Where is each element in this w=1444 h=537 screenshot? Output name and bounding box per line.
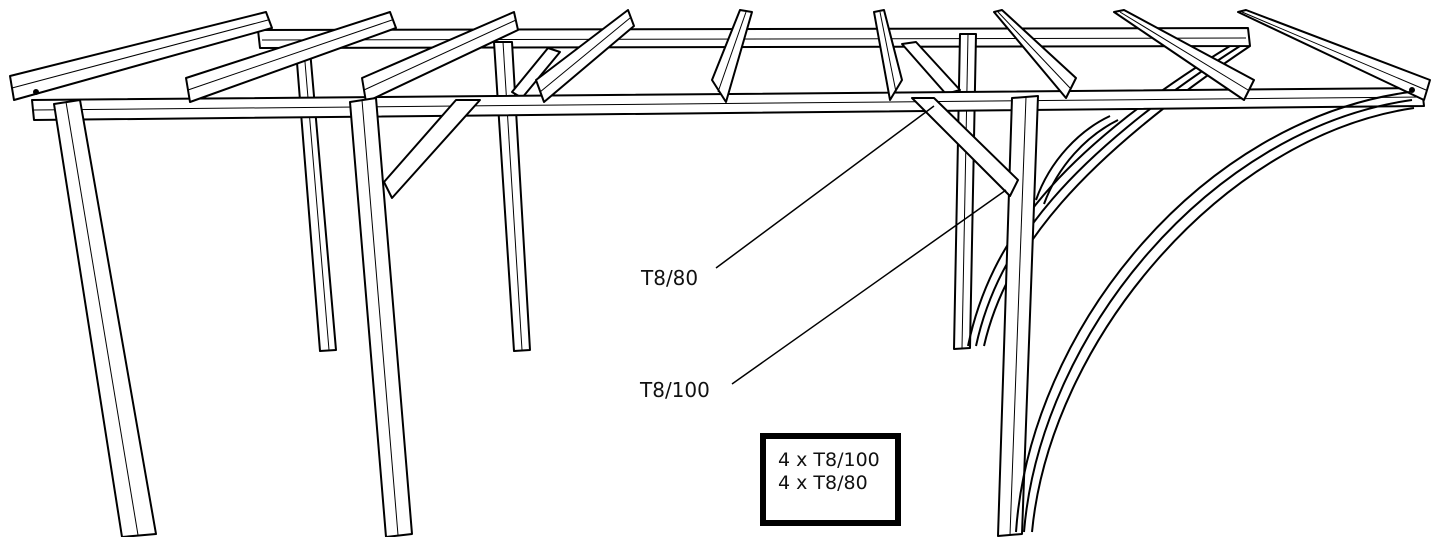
back-post-3 — [953, 33, 977, 350]
rafter-2 — [185, 11, 397, 103]
back-brace-right — [901, 41, 961, 95]
front-brace-right — [911, 97, 1019, 197]
rafter-9 — [1237, 9, 1431, 101]
back-beam — [257, 27, 1251, 49]
rafter-1 — [9, 11, 273, 101]
front-post-1 — [53, 99, 157, 537]
rafter-3 — [361, 11, 519, 103]
leader-line-t8-100 — [731, 189, 1007, 385]
back-post-1 — [295, 49, 337, 352]
quantity-line-1: 4 x T8/100 — [778, 449, 880, 471]
rafter-5 — [711, 9, 753, 103]
quantity-line-2: 4 x T8/80 — [778, 472, 868, 494]
front-post-2 — [349, 97, 413, 537]
rafter-7 — [993, 9, 1077, 99]
front-curved-bracket — [1015, 91, 1415, 533]
front-post-3 — [997, 95, 1039, 537]
front-beam — [31, 87, 1425, 121]
leader-line-t8-80 — [715, 105, 935, 269]
front-brace-left — [383, 99, 481, 199]
callout-label-t8-80: T8/80 — [640, 266, 698, 290]
rafter-4 — [535, 9, 635, 103]
rafter-8 — [1113, 9, 1255, 101]
quantity-box: 4 x T8/100 4 x T8/80 — [760, 433, 901, 526]
back-post-2 — [493, 41, 531, 352]
rafter-6 — [873, 9, 903, 101]
bracket-inner-arc — [1035, 115, 1119, 205]
callout-label-t8-100: T8/100 — [639, 378, 710, 402]
